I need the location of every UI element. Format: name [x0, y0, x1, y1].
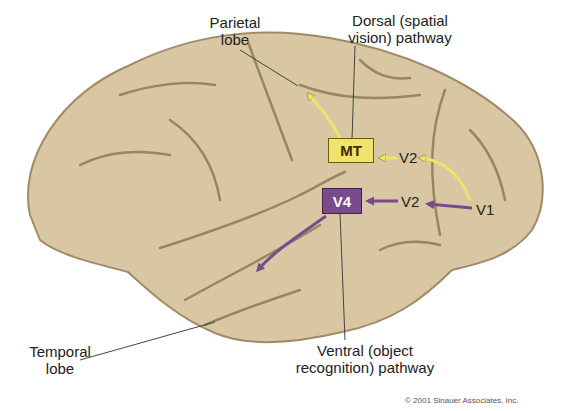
brain-outline — [28, 32, 543, 342]
pathway-label: Ventral (object recognition) pathway — [290, 342, 440, 376]
leader-lines — [80, 46, 355, 360]
area-label: V2 — [399, 149, 429, 166]
pathway-label: Dorsal (spatial vision) pathway — [340, 12, 460, 46]
sulci — [80, 42, 505, 325]
pathway-arrows — [258, 94, 472, 270]
area-name: V4 — [333, 193, 351, 210]
copyright-note: © 2001 Sinauer Associates, Inc. — [405, 396, 565, 406]
area-box: V4 — [322, 188, 362, 214]
region-label: Parietal lobe — [200, 14, 270, 48]
area-box: MT — [328, 138, 374, 163]
area-name: MT — [340, 142, 362, 159]
region-label: Temporal lobe — [20, 343, 100, 377]
area-label: V2 — [401, 193, 431, 210]
area-label: V1 — [476, 201, 506, 218]
